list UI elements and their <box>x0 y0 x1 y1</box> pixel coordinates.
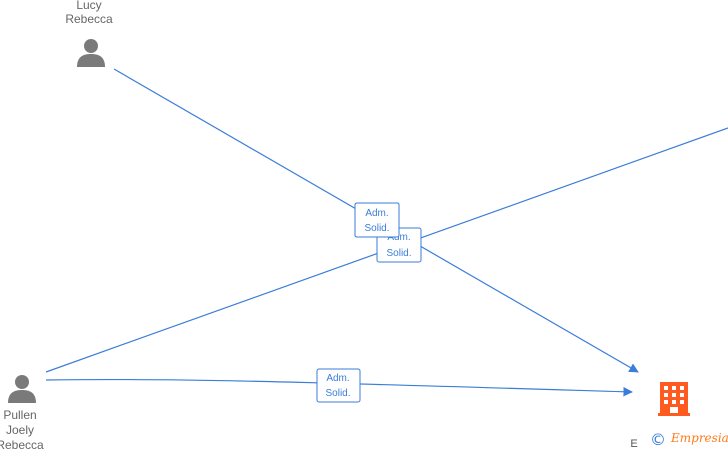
empresia-watermark: © Empresia <box>650 430 728 449</box>
svg-text:Adm.: Adm. <box>365 208 388 219</box>
person-name-line1: Lucy <box>76 0 101 12</box>
edge-label-line2: Solid. <box>386 248 411 259</box>
person-name-line1: Pullen <box>3 408 36 422</box>
copyright-symbol: © <box>650 430 666 449</box>
person-name-line3: Rebecca <box>0 438 44 450</box>
edge-label-pullen-company[interactable]: Adm. Solid. <box>316 368 361 403</box>
person-icon <box>77 39 105 67</box>
edge-label-line2: Solid. <box>325 388 350 399</box>
person-name-line2: Rebecca <box>65 12 113 26</box>
brand-name: Empresia <box>670 431 728 445</box>
edge-label-lucy-company-front: Adm. Solid. <box>354 202 400 238</box>
person-node-pullen[interactable]: Pullen Joely Rebecca <box>0 375 44 450</box>
edge-label-line1: Adm. <box>387 232 410 243</box>
edge-pullen-to-company <box>45 378 633 397</box>
edge-label-line1: Adm. <box>326 373 349 384</box>
person-name-line2: Joely <box>6 423 34 437</box>
person-icon <box>8 375 36 403</box>
company-label: E <box>630 438 637 450</box>
svg-text:Solid.: Solid. <box>364 223 389 234</box>
company-node[interactable]: E <box>630 382 690 450</box>
building-icon <box>658 382 690 416</box>
person-node-lucy[interactable]: Lucy Rebecca <box>65 0 113 67</box>
